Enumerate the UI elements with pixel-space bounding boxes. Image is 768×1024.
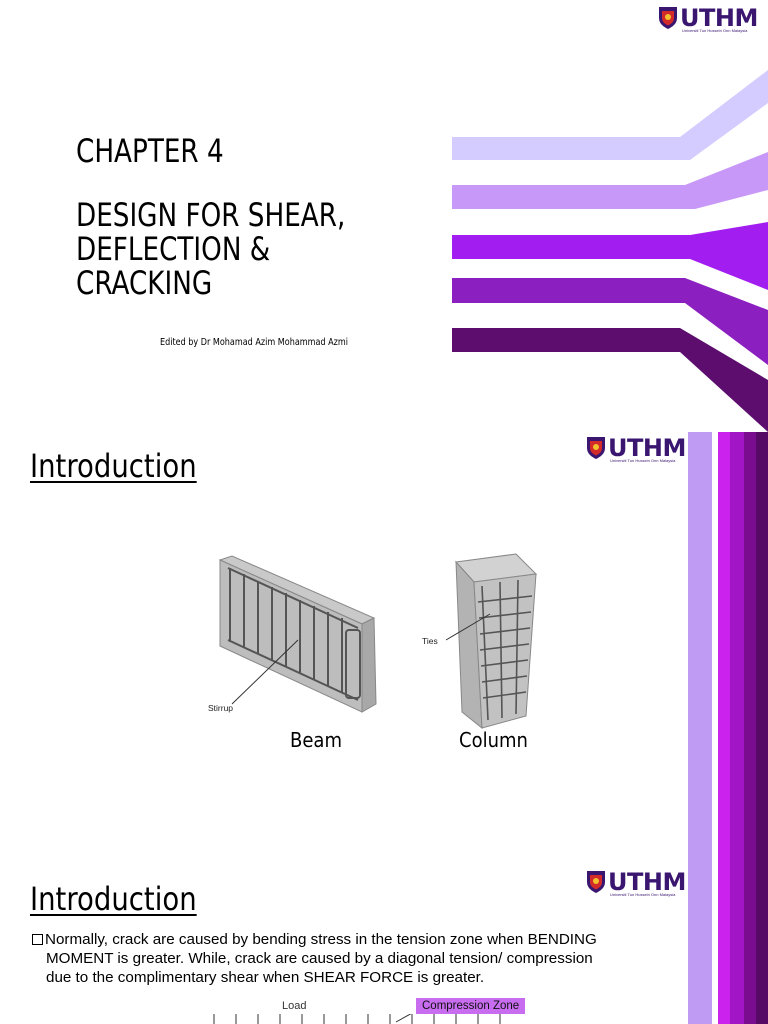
- ties-leader-line: [445, 613, 491, 641]
- stirrup-label: Stirrup: [208, 703, 234, 713]
- load-label: Load: [282, 1000, 307, 1012]
- uthm-logo: UTHM Universiti Tun Hussein Onn Malaysia: [586, 868, 686, 897]
- stripe: [744, 864, 756, 1024]
- column-caption: Column: [459, 728, 528, 752]
- column-illustration: [454, 553, 538, 730]
- bullet-line-2: MOMENT is greater. While, crack are caus…: [46, 950, 593, 967]
- ties-label: Ties: [422, 636, 438, 646]
- checkbox-bullet-icon: [32, 934, 43, 945]
- introduction-slide-1: Introduction UTHM Universiti Tun Hussein…: [0, 432, 768, 864]
- ribbon-2: [452, 152, 768, 209]
- side-stripes: [688, 432, 768, 864]
- uthm-logo: UTHM Universiti Tun Hussein Onn Malaysia: [586, 434, 686, 463]
- chapter-label: CHAPTER 4: [76, 132, 224, 170]
- logo-subtext: Universiti Tun Hussein Onn Malaysia: [610, 892, 676, 897]
- ribbon-5: [452, 328, 768, 432]
- logo-subtext: Universiti Tun Hussein Onn Malaysia: [682, 28, 748, 33]
- bullet-line-1: Normally, crack are caused by bending st…: [32, 930, 672, 949]
- slide-title: Introduction: [30, 880, 197, 918]
- introduction-slide-2: Introduction UTHM Universiti Tun Hussein…: [0, 864, 768, 1024]
- stripe: [712, 864, 718, 1024]
- decorative-ribbons: [452, 70, 768, 432]
- ribbon-4: [452, 278, 768, 365]
- stripe: [718, 864, 730, 1024]
- slide-title: Introduction: [30, 447, 197, 485]
- logo-text: UTHM: [608, 868, 686, 896]
- stripe: [756, 432, 768, 864]
- side-stripes: [688, 864, 768, 1024]
- stripe: [756, 864, 768, 1024]
- logo-text: UTHM: [608, 434, 686, 462]
- stripe: [712, 432, 718, 864]
- load-arrows: [213, 1014, 501, 1024]
- ribbon-3: [452, 222, 768, 290]
- stripe: [688, 864, 712, 1024]
- stripe: [744, 432, 756, 864]
- edited-by: Edited by Dr Mohamad Azim Mohammad Azmi: [160, 337, 349, 348]
- chapter-title: DESIGN FOR SHEAR, DEFLECTION & CRACKING: [76, 196, 346, 302]
- compression-zone-label: Compression Zone: [416, 998, 526, 1014]
- uthm-shield-icon: [587, 871, 605, 893]
- stripe: [730, 864, 744, 1024]
- stripe: [688, 432, 712, 864]
- uthm-shield-icon: [587, 437, 605, 459]
- beam-illustration: [218, 555, 377, 713]
- ribbon-1: [452, 70, 768, 160]
- bullet-line-3: due to the complimentary shear when SHEA…: [46, 969, 485, 986]
- logo-subtext: Universiti Tun Hussein Onn Malaysia: [610, 458, 676, 463]
- beam-caption: Beam: [290, 728, 342, 752]
- logo-text: UTHM: [680, 4, 758, 32]
- stripe: [730, 432, 744, 864]
- uthm-logo: UTHM Universiti Tun Hussein Onn Malaysia: [658, 4, 758, 33]
- title-slide: UTHM Universiti Tun Hussein Onn Malaysia…: [0, 0, 768, 432]
- bullet-paragraph: Normally, crack are caused by bending st…: [32, 930, 672, 987]
- stripe: [718, 432, 730, 864]
- uthm-shield-icon: [659, 7, 677, 29]
